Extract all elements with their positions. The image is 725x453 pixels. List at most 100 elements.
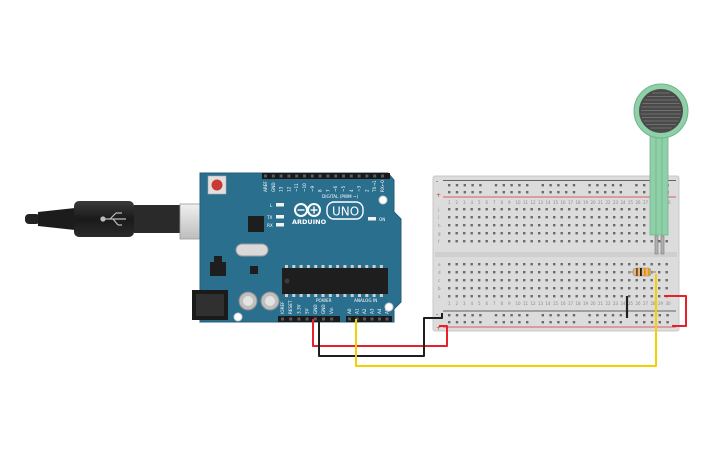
rail-hole[interactable] [572,314,576,317]
rail-hole[interactable] [549,314,552,317]
terminal-hole[interactable] [523,287,526,290]
header-pin[interactable] [363,317,366,321]
terminal-hole[interactable] [493,232,496,235]
rail-hole[interactable] [494,191,498,194]
rail-hole[interactable] [588,314,591,317]
terminal-hole[interactable] [598,208,601,211]
terminal-hole[interactable] [560,240,563,243]
terminal-hole[interactable] [598,279,601,282]
terminal-hole[interactable] [508,287,511,290]
rail-hole[interactable] [658,314,661,317]
terminal-hole[interactable] [560,271,563,274]
rail-hole[interactable] [502,184,505,187]
rail-hole[interactable] [471,184,474,187]
terminal-hole[interactable] [538,208,541,211]
rail-hole[interactable] [471,314,474,317]
rail-hole[interactable] [502,314,505,317]
rail-hole[interactable] [596,321,599,324]
terminal-hole[interactable] [635,208,638,211]
terminal-hole[interactable] [493,263,496,266]
terminal-hole[interactable] [478,224,481,227]
terminal-hole[interactable] [590,263,593,266]
terminal-hole[interactable] [643,287,646,290]
terminal-hole[interactable] [560,208,563,211]
terminal-hole[interactable] [478,263,481,266]
rail-hole[interactable] [518,191,521,194]
terminal-hole[interactable] [493,208,496,211]
terminal-hole[interactable] [583,295,586,298]
terminal-hole[interactable] [500,271,503,274]
terminal-hole[interactable] [560,287,563,290]
terminal-hole[interactable] [583,271,586,274]
terminal-hole[interactable] [508,295,511,298]
rail-hole[interactable] [510,314,513,317]
terminal-hole[interactable] [635,240,638,243]
terminal-hole[interactable] [643,232,646,235]
terminal-hole[interactable] [508,224,511,227]
terminal-hole[interactable] [523,271,526,274]
terminal-hole[interactable] [568,279,571,282]
terminal-hole[interactable] [665,263,668,266]
terminal-hole[interactable] [575,279,578,282]
terminal-hole[interactable] [613,240,616,243]
terminal-hole[interactable] [568,287,571,290]
terminal-hole[interactable] [598,216,601,219]
terminal-hole[interactable] [515,216,518,219]
rail-hole[interactable] [611,321,615,324]
rail-hole[interactable] [604,191,607,194]
terminal-hole[interactable] [530,263,533,266]
terminal-hole[interactable] [568,271,571,274]
terminal-hole[interactable] [643,295,646,298]
rail-hole[interactable] [619,191,622,194]
header-pin[interactable] [385,317,389,321]
terminal-hole[interactable] [538,232,541,235]
terminal-hole[interactable] [598,224,601,227]
terminal-hole[interactable] [575,240,578,243]
terminal-hole[interactable] [560,224,563,227]
terminal-hole[interactable] [500,240,503,243]
terminal-hole[interactable] [628,279,631,282]
terminal-hole[interactable] [448,240,451,243]
rail-hole[interactable] [455,184,459,187]
terminal-hole[interactable] [650,287,653,290]
terminal-hole[interactable] [635,295,638,298]
terminal-hole[interactable] [590,216,593,219]
terminal-hole[interactable] [568,224,571,227]
terminal-hole[interactable] [620,263,623,266]
terminal-hole[interactable] [493,224,496,227]
rail-hole[interactable] [471,321,474,324]
terminal-hole[interactable] [455,208,458,211]
rail-hole[interactable] [619,184,622,187]
header-pin[interactable] [305,317,309,321]
header-pin[interactable] [322,317,325,321]
terminal-hole[interactable] [575,216,578,219]
terminal-hole[interactable] [500,287,503,290]
terminal-hole[interactable] [530,224,533,227]
terminal-hole[interactable] [448,295,451,298]
terminal-hole[interactable] [508,271,511,274]
rail-hole[interactable] [479,191,482,194]
rail-hole[interactable] [541,191,544,194]
terminal-hole[interactable] [463,232,466,235]
rail-hole[interactable] [572,184,576,187]
rail-hole[interactable] [572,191,576,194]
terminal-hole[interactable] [478,232,481,235]
terminal-hole[interactable] [463,224,466,227]
terminal-hole[interactable] [530,208,533,211]
rail-hole[interactable] [604,321,607,324]
terminal-hole[interactable] [508,232,511,235]
terminal-hole[interactable] [553,263,556,266]
terminal-hole[interactable] [605,240,608,243]
header-pin[interactable] [370,317,374,321]
terminal-hole[interactable] [478,240,481,243]
rail-hole[interactable] [526,314,529,317]
terminal-hole[interactable] [508,263,511,266]
terminal-hole[interactable] [613,224,616,227]
terminal-hole[interactable] [523,295,526,298]
terminal-hole[interactable] [545,287,548,290]
terminal-hole[interactable] [538,287,541,290]
terminal-hole[interactable] [448,287,451,290]
rail-hole[interactable] [635,321,638,324]
rail-hole[interactable] [658,321,661,324]
